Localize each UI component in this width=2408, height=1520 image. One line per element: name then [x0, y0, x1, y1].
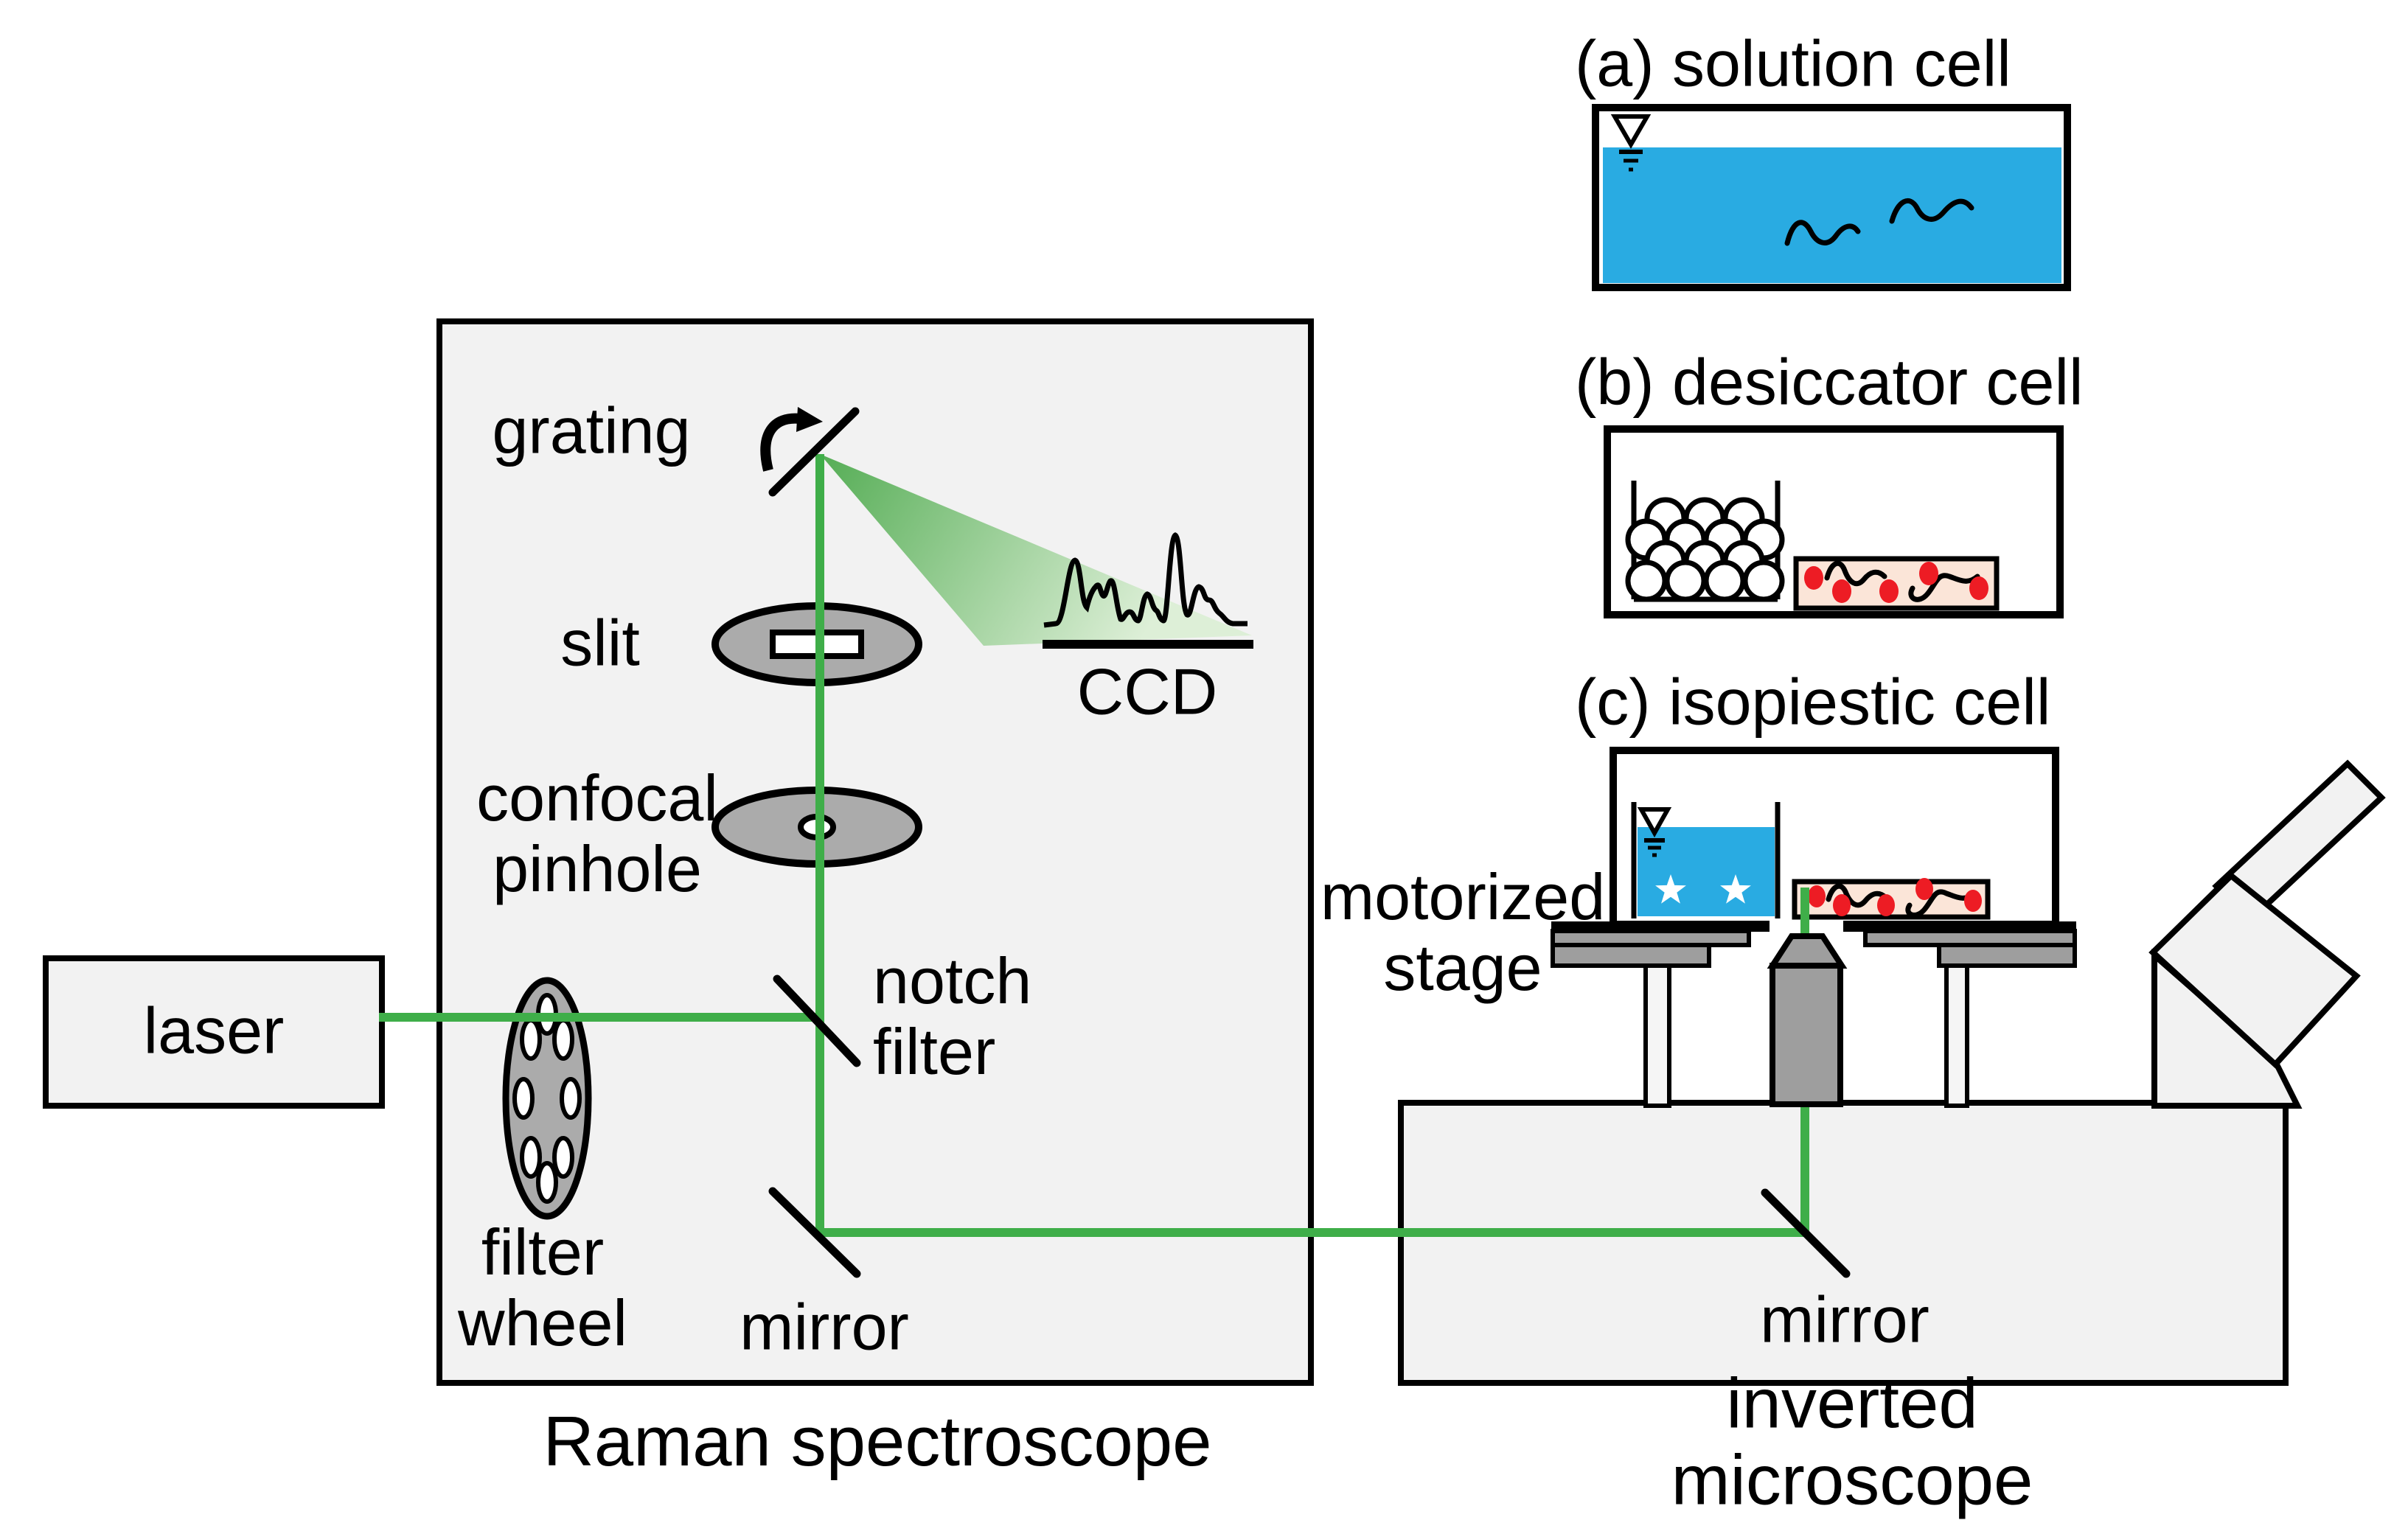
water-level-icon	[1637, 807, 1672, 857]
water-level-icon	[1610, 114, 1652, 172]
laser-box	[43, 955, 385, 1109]
probe-particle	[1919, 562, 1938, 585]
solution-cell-title: (a) solution cell	[1575, 28, 2011, 101]
probe-particle	[1804, 566, 1823, 590]
desiccant-beaker	[1625, 481, 1785, 602]
grating-label: grating	[492, 395, 691, 468]
desiccator-cell	[1604, 425, 2064, 618]
rotation-arrow-icon	[760, 407, 823, 472]
figure-canvas: laser filter wheel grating slit confocal…	[43, 28, 2386, 1519]
laser-label: laser	[143, 995, 285, 1068]
solution-cell	[1592, 104, 2071, 291]
eyepiece-prism	[2148, 871, 2361, 1069]
motorized-stage-label: motorized stage	[1320, 861, 1606, 1004]
notch-filter	[773, 975, 861, 1067]
probe-particle	[1832, 579, 1851, 603]
probe-particle	[1808, 885, 1826, 907]
notch-filter-label: notch filter	[873, 945, 1032, 1088]
laser-beam-path	[379, 454, 1809, 1237]
eyepiece-assembly	[2148, 759, 2386, 1109]
probe-particle	[1969, 576, 1988, 600]
probe-particle	[1915, 878, 1933, 900]
filter-wheel-label: filter wheel	[458, 1216, 627, 1359]
grating	[760, 407, 860, 497]
polymer-chain	[1826, 883, 1889, 908]
raman-spectrum-trace	[1043, 532, 1248, 628]
isopiestic-cell-title: (c) isopiestic cell	[1575, 666, 2051, 739]
polymer-chain	[1824, 560, 1887, 587]
raman-mirror-label: mirror	[740, 1291, 909, 1364]
stage-leg-right	[1944, 963, 1969, 1108]
polymer-chain	[1905, 889, 1977, 918]
slit-label: slit	[560, 607, 640, 680]
polymer-chain	[1784, 220, 1861, 246]
probe-particle	[1833, 894, 1851, 916]
beam-main-path	[815, 454, 1809, 1237]
ccd-detector	[820, 454, 1253, 649]
stage-leg-left	[1643, 963, 1671, 1108]
raman-mirror	[768, 1187, 861, 1278]
inverted-microscope-title: inverted microscope	[1671, 1365, 2033, 1520]
raman-spectroscope-title: Raman spectroscope	[543, 1404, 1212, 1482]
solution-liquid	[1603, 147, 2061, 283]
polymer-chain	[1908, 573, 1980, 602]
sample-tray	[1792, 878, 1991, 920]
isopiestic-cell	[1610, 747, 2059, 932]
stage-block	[1551, 943, 1711, 968]
probe-particle	[1877, 894, 1895, 916]
polymer-chain	[1889, 198, 1974, 224]
probe-particle	[1964, 890, 1982, 912]
microscope-mirror	[1761, 1188, 1851, 1278]
desiccator-cell-title: (b) desiccator cell	[1575, 346, 2084, 419]
microscope-mirror-label: mirror	[1760, 1284, 1929, 1357]
diagram-artwork	[43, 104, 2386, 1386]
ccd-label: CCD	[1076, 656, 1218, 729]
stage-block	[1937, 943, 2077, 968]
objective-lens	[1767, 933, 1848, 1107]
salt-solution-beaker	[1631, 802, 1781, 918]
sample-tray	[1793, 556, 2000, 611]
probe-particle	[1879, 579, 1899, 603]
desiccant-beads	[1625, 497, 1785, 602]
confocal-pinhole-label: confocal pinhole	[476, 762, 718, 905]
